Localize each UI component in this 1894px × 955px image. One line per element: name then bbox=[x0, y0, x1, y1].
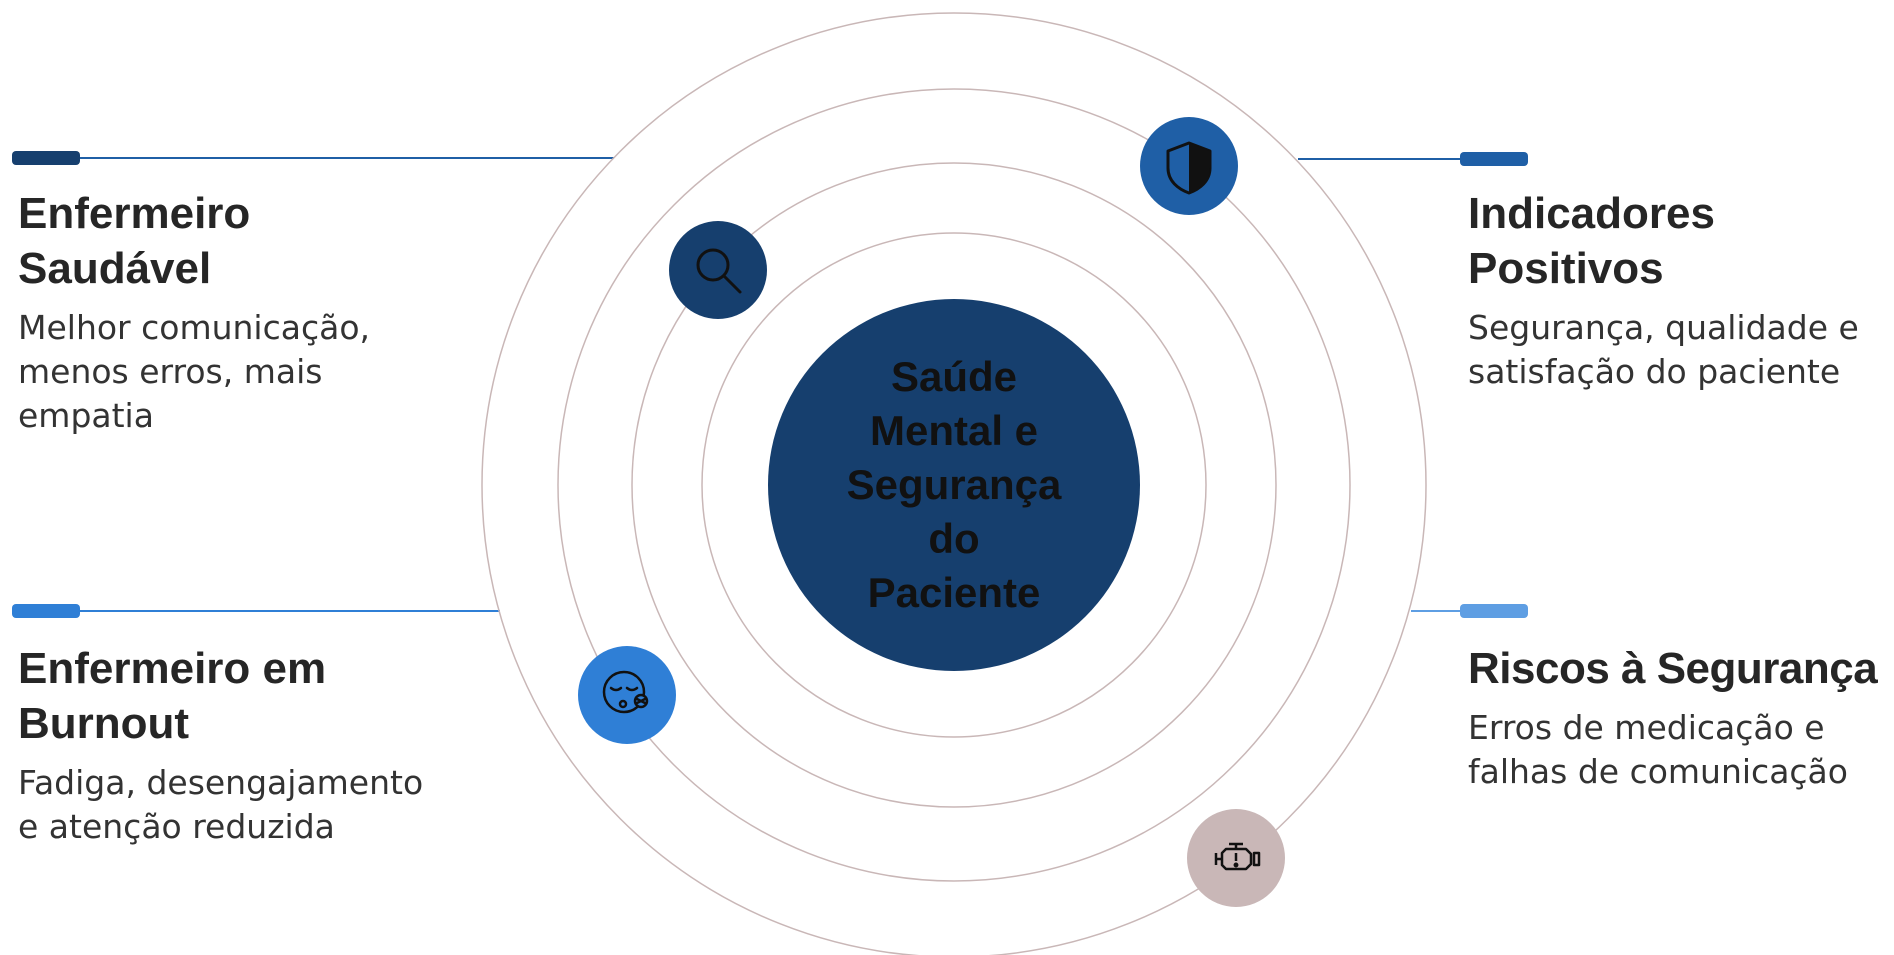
engine-warning-icon bbox=[1214, 842, 1261, 871]
node-risk bbox=[1187, 809, 1285, 907]
item-riscos-seguranca: Riscos à Segurança Erros de medicação e … bbox=[1468, 641, 1892, 794]
item-enfermeiro-saudavel: Enfermeiro Saudável Melhor comunicação, … bbox=[18, 186, 498, 438]
shield-icon bbox=[1166, 141, 1212, 195]
center-circle bbox=[768, 299, 1140, 671]
item-title: Indicadores Positivos bbox=[1468, 189, 1715, 293]
item-description: Erros de medicação e falhas de comunicaç… bbox=[1468, 708, 1848, 791]
connector-cap-top-left bbox=[12, 151, 80, 165]
item-title: Riscos à Segurança bbox=[1468, 644, 1878, 693]
node-shield bbox=[1140, 117, 1238, 215]
item-title: Enfermeiro Saudável bbox=[18, 189, 251, 293]
item-title: Enfermeiro em Burnout bbox=[18, 644, 327, 748]
exhausted-face-icon bbox=[602, 670, 649, 714]
search-icon bbox=[696, 248, 742, 294]
item-enfermeiro-burnout: Enfermeiro em Burnout Fadiga, desengajam… bbox=[18, 641, 498, 849]
item-description: Segurança, qualidade e satisfação do pac… bbox=[1468, 308, 1859, 391]
item-description: Melhor comunicação, menos erros, mais em… bbox=[18, 308, 370, 435]
node-burnout bbox=[578, 646, 676, 744]
center-label: Saúde Mental e Segurança do Paciente bbox=[846, 353, 1062, 616]
ring-third bbox=[557, 88, 1351, 882]
connector-cap-bottom-right bbox=[1460, 604, 1528, 618]
ring-second bbox=[631, 162, 1277, 808]
ring-inner bbox=[701, 232, 1207, 738]
node-search bbox=[669, 221, 767, 319]
item-indicadores-positivos: Indicadores Positivos Segurança, qualida… bbox=[1468, 186, 1888, 394]
connector-cap-bottom-left bbox=[12, 604, 80, 618]
item-description: Fadiga, desengajamento e atenção reduzid… bbox=[18, 763, 424, 846]
connector-cap-top-right bbox=[1460, 152, 1528, 166]
ring-outer bbox=[481, 12, 1427, 955]
